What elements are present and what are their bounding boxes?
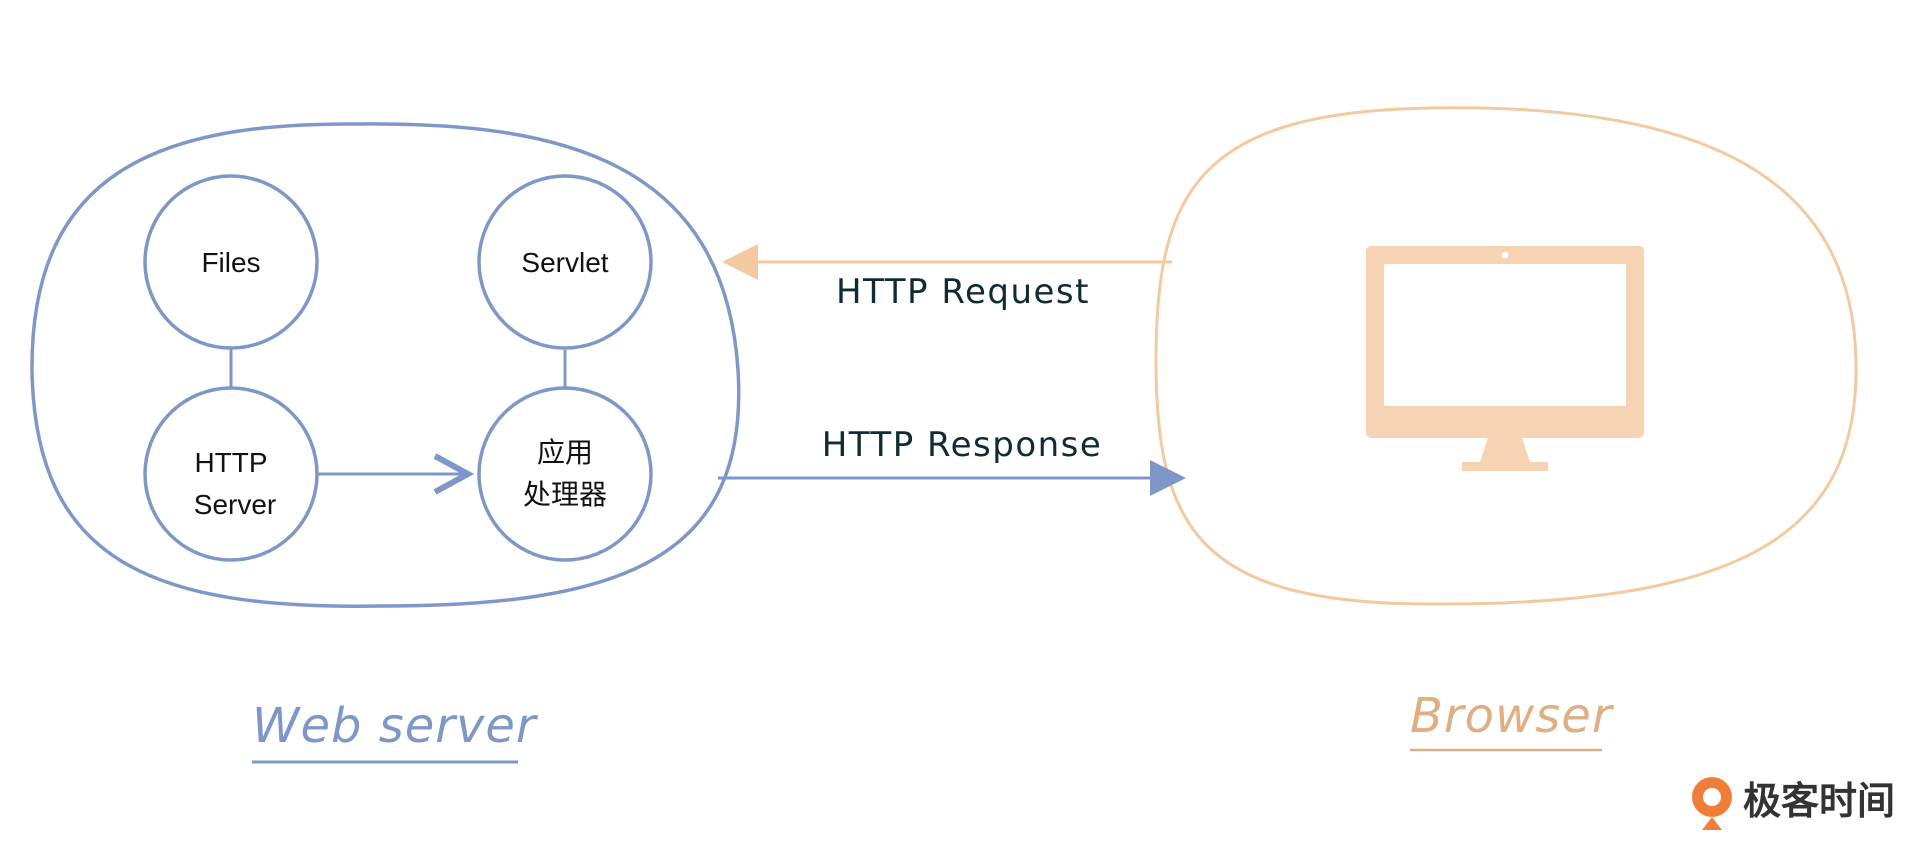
app-handler-label-line1: 应用: [537, 437, 593, 468]
http-server-label-line2: Server: [194, 489, 276, 520]
browser-enclosure: [1154, 106, 1858, 606]
geektime-logo-icon: [1692, 777, 1732, 830]
http-request-label: HTTP Request: [836, 272, 1090, 312]
app-handler-node: [477, 386, 653, 562]
geektime-logo-text: 极客时间: [1743, 779, 1895, 823]
http-response-label: HTTP Response: [822, 425, 1103, 465]
http-server-node: [143, 386, 319, 562]
browser-label: Browser: [1410, 688, 1615, 744]
files-node: [143, 174, 319, 350]
web-server-enclosure: [30, 122, 741, 608]
app-handler-label-line2: 处理器: [523, 479, 607, 510]
servlet-node: [477, 174, 653, 350]
servlet-label: Servlet: [521, 247, 608, 278]
web-server-label: Web server: [252, 698, 539, 754]
monitor-icon: [1366, 246, 1644, 471]
http-server-label-line1: HTTP: [194, 447, 267, 478]
files-label: Files: [201, 247, 260, 278]
